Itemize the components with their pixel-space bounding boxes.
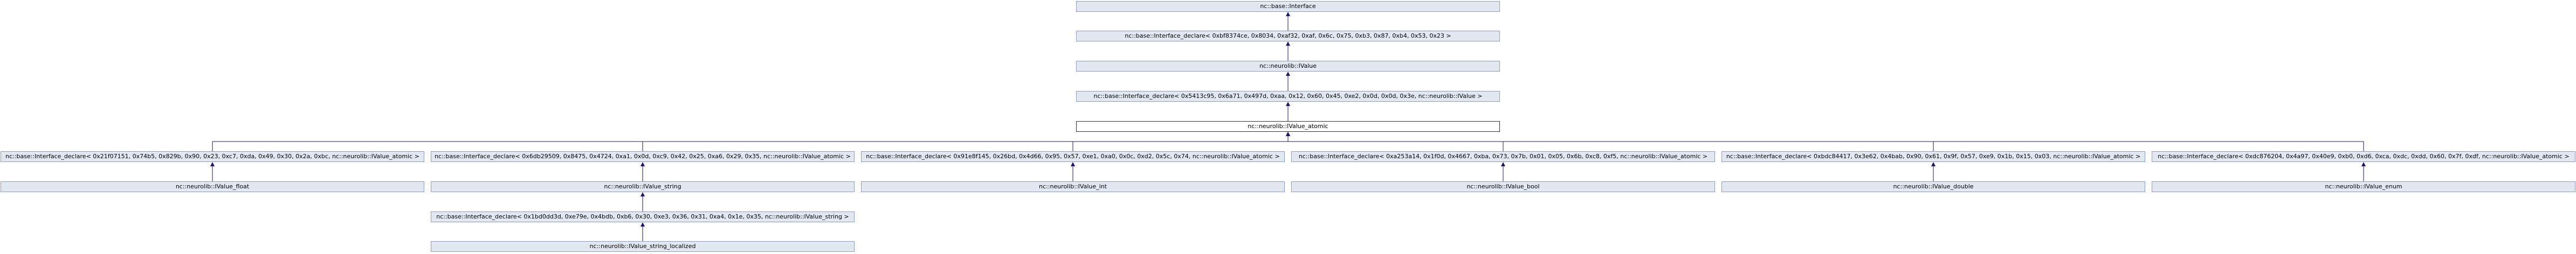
node-interface-declare-double[interactable]: nc::base::Interface_declare< 0xbdc84417,…	[1721, 151, 2145, 162]
node-interface[interactable]: nc::base::Interface	[1076, 1, 1500, 12]
node-ivalue-double[interactable]: nc::neurolib::IValue_double	[1721, 181, 2145, 192]
node-ivalue-float[interactable]: nc::neurolib::IValue_float	[1, 181, 424, 192]
node-ivalue-bool[interactable]: nc::neurolib::IValue_bool	[1291, 181, 1715, 192]
inheritance-arrow-decl_enum-to-ivalue_atomic	[1286, 132, 2364, 151]
node-ivalue-int[interactable]: nc::neurolib::IValue_int	[861, 181, 1285, 192]
node-interface-declare-string[interactable]: nc::base::Interface_declare< 0x6db29509,…	[431, 151, 855, 162]
node-interface-declare-interface[interactable]: nc::base::Interface_declare< 0xbf8374ce,…	[1076, 31, 1500, 41]
node-interface-declare-ivalue[interactable]: nc::base::Interface_declare< 0x5413c95, …	[1076, 91, 1500, 102]
node-interface-declare-bool[interactable]: nc::base::Interface_declare< 0xa253a14, …	[1291, 151, 1715, 162]
node-ivalue-string[interactable]: nc::neurolib::IValue_string	[431, 181, 855, 192]
node-ivalue[interactable]: nc::neurolib::IValue	[1076, 61, 1500, 72]
node-interface-declare-enum[interactable]: nc::base::Interface_declare< 0xdc876204,…	[2152, 151, 2575, 162]
node-interface-declare-string-localized[interactable]: nc::base::Interface_declare< 0x1bd0dd3d,…	[431, 211, 855, 222]
node-ivalue-enum[interactable]: nc::neurolib::IValue_enum	[2152, 181, 2575, 192]
inheritance-arrow-decl_int-to-ivalue_atomic	[1072, 132, 1290, 151]
node-interface-declare-float[interactable]: nc::base::Interface_declare< 0x21f07151,…	[1, 151, 424, 162]
node-ivalue-string-localized[interactable]: nc::neurolib::IValue_string_localized	[431, 241, 855, 252]
node-interface-declare-int[interactable]: nc::base::Interface_declare< 0x91e8f145,…	[861, 151, 1285, 162]
node-ivalue-atomic[interactable]: nc::neurolib::IValue_atomic	[1076, 121, 1500, 132]
